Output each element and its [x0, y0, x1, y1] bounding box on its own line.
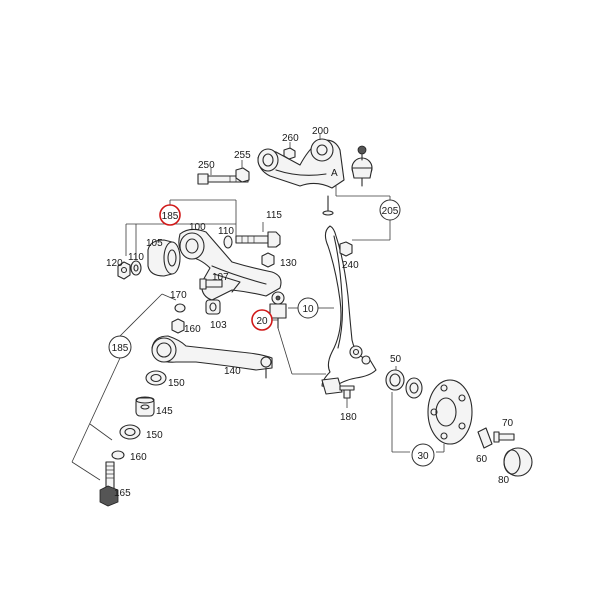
callout-20: 20 [251, 309, 273, 331]
label-250: 250 [198, 160, 215, 171]
label-145: 145 [156, 406, 173, 417]
label-160-upper: 160 [184, 324, 201, 335]
callout-10: 10 [297, 297, 319, 319]
bolt-115 [235, 231, 281, 248]
callout-185-top: 185 [159, 204, 181, 226]
lower-ball-joint [269, 291, 287, 329]
label-105: 105 [146, 238, 163, 249]
label-103: 103 [210, 320, 227, 331]
label-70: 70 [502, 418, 514, 429]
part-labels: 250 255 260 200 100 110 115 105 120 110 … [106, 126, 514, 499]
svg-text:A: A [331, 168, 338, 179]
label-80: 80 [498, 475, 510, 486]
bolt-180 [339, 385, 355, 399]
label-60: 60 [476, 454, 488, 465]
upper-ball-joint [351, 145, 373, 187]
svg-text:185: 185 [162, 211, 179, 222]
svg-text:30: 30 [417, 451, 429, 462]
svg-text:185: 185 [112, 343, 129, 354]
label-120: 120 [106, 258, 123, 269]
clip-60 [477, 427, 493, 449]
nut-130 [261, 252, 275, 268]
label-160-lower: 160 [130, 452, 147, 463]
lower-control-arm-rear [151, 335, 273, 379]
washer-170 [174, 303, 186, 313]
nut-160-upper [171, 318, 185, 334]
bushing-103 [205, 299, 221, 315]
bushing-145 [135, 396, 155, 417]
upper-control-arm: A [257, 138, 345, 189]
nut-240 [339, 241, 353, 257]
label-100: 100 [189, 222, 206, 233]
label-130: 130 [280, 258, 297, 269]
bolt-70 [493, 431, 515, 443]
label-170: 170 [170, 290, 187, 301]
hub-cap-80 [503, 447, 533, 477]
bushing-150-upper [145, 370, 167, 386]
label-260: 260 [282, 133, 299, 144]
bearing-50 [385, 369, 405, 391]
bolt-107 [199, 278, 223, 290]
callout-30: 30 [411, 443, 435, 467]
svg-text:10: 10 [302, 304, 314, 315]
label-110-left: 110 [128, 252, 144, 263]
svg-text:20: 20 [256, 316, 268, 327]
label-165: 165 [114, 488, 131, 499]
label-150-upper: 150 [168, 378, 185, 389]
callout-205: 205 [379, 199, 401, 221]
upper-arm-stud [322, 195, 334, 216]
wheel-hub [427, 379, 473, 445]
washer-160-lower [111, 450, 125, 460]
label-150-lower: 150 [146, 430, 163, 441]
washer-110-left [130, 260, 142, 276]
svg-text:205: 205 [382, 206, 399, 217]
upper-arm-nut [235, 167, 250, 183]
label-107: 107 [212, 272, 229, 283]
bolt-165 [99, 461, 119, 507]
upper-arm-small-nut [283, 147, 296, 160]
steering-knuckle [321, 225, 377, 395]
washer-110-right [223, 235, 233, 249]
callout-185-lower: 185 [108, 335, 132, 359]
label-115: 115 [266, 210, 282, 221]
label-50: 50 [390, 354, 402, 365]
label-255: 255 [234, 150, 251, 161]
label-110-top: 110 [218, 226, 234, 237]
bushing-150-lower [119, 424, 141, 440]
label-180: 180 [340, 412, 357, 423]
front-bushing-105 [147, 239, 181, 277]
label-240: 240 [342, 260, 359, 271]
wheel-bearing [405, 377, 423, 399]
label-140: 140 [224, 366, 241, 377]
nut-120 [117, 261, 131, 280]
label-200: 200 [312, 126, 329, 137]
